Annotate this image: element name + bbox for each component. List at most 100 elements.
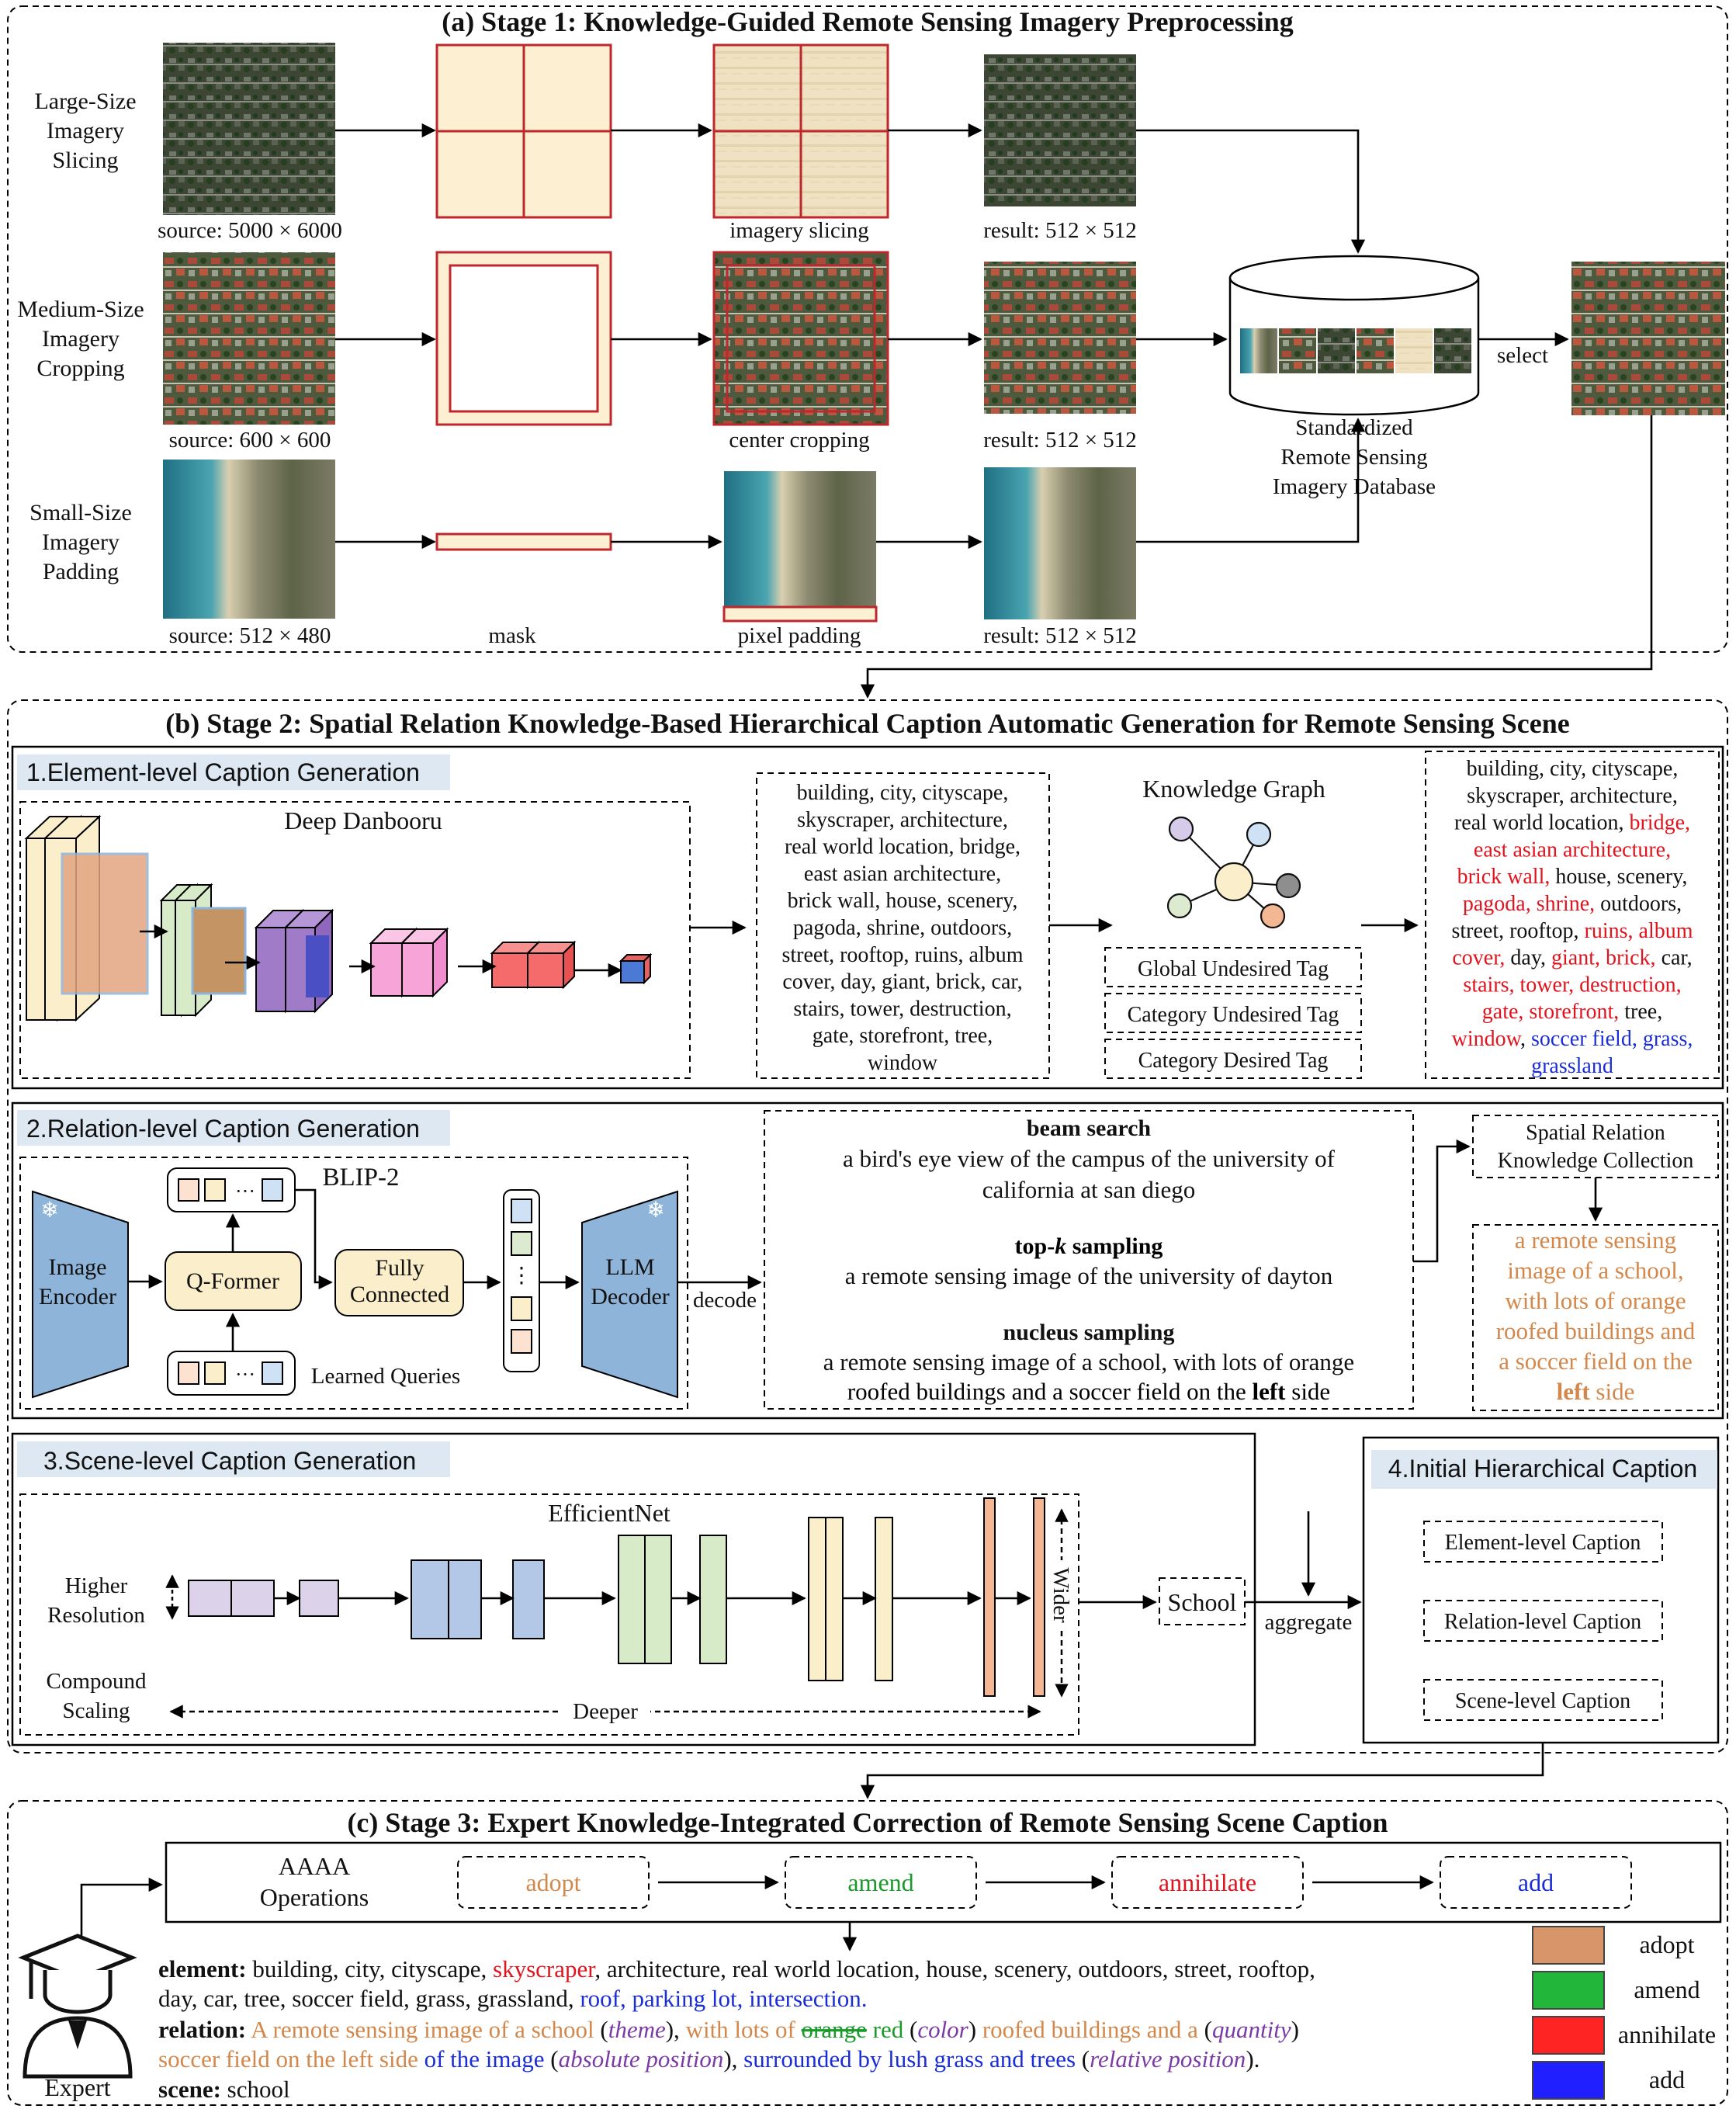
result-image-small-fill (984, 467, 1136, 619)
refined-caption-line: roofed buildings and (1496, 1317, 1696, 1344)
cnn-layer-6-side (643, 952, 651, 985)
database-thumbnail-fill (1357, 328, 1394, 373)
efficientnet-label: EfficientNet (548, 1499, 670, 1527)
corrected-element-line: element: building, city, cityscape, skys… (158, 1955, 1315, 1982)
filtered-tag-line: skyscraper, architecture, (1467, 784, 1678, 808)
initial-caption-panel (1362, 1436, 1720, 1744)
filtered-tag-line: brick wall, house, scenery, (1457, 865, 1688, 889)
operation-annihilate-label: annihilate (1159, 1868, 1256, 1896)
effnet-block-1c (299, 1580, 339, 1617)
knowledge-graph-node (1246, 821, 1272, 848)
effnet-block-1b (230, 1580, 275, 1617)
corrected-element-line: day, car, tree, soccer field, grass, gra… (158, 1985, 868, 2012)
crop-frame-inner (449, 264, 599, 413)
relation-caption-label: Relation-level Caption (1444, 1610, 1641, 1634)
effnet-block-3c (699, 1535, 727, 1664)
effnet-block-4b (825, 1517, 844, 1681)
database-label: Standardized (1295, 415, 1413, 440)
filtered-tag-line: real world location, bridge, (1454, 811, 1690, 835)
relation-heading-bg (17, 1110, 450, 1146)
expert-head-icon (43, 1970, 113, 2014)
filtered-tag-line: pagoda, shrine, outdoors, (1463, 892, 1682, 916)
source-image-large-fill (163, 43, 335, 215)
projected-token (511, 1329, 532, 1354)
raw-tag-line: building, city, cityscape, (797, 781, 1009, 805)
effnet-block-3a (618, 1535, 646, 1664)
source-label-large: source: 5000 × 6000 (158, 218, 342, 243)
cnn-layer-6 (619, 952, 653, 985)
projected-token (511, 1198, 532, 1223)
aggregate-label: aggregate (1265, 1610, 1353, 1635)
raw-tag-line: cover, day, giant, brick, car, (782, 970, 1022, 994)
operation-adopt-box (457, 1856, 650, 1909)
scene-heading: 3.Scene-level Caption Generation (43, 1447, 416, 1475)
category-undesired-label: Category Undesired Tag (1128, 1003, 1339, 1027)
operations-label: AAAA (279, 1852, 350, 1880)
knowledge-graph-title: Knowledge Graph (1142, 775, 1325, 803)
filtered-tag-line: stairs, tower, destruction, (1463, 973, 1681, 997)
deep-danbooru-label: Deep Danbooru (284, 806, 442, 834)
arrow-to-database-small (1136, 418, 1366, 543)
source-image-large (163, 43, 335, 215)
learned-queries-label: Learned Queries (311, 1364, 460, 1389)
scene-heading-bg (17, 1441, 450, 1477)
refined-caption-line: image of a school, (1507, 1257, 1683, 1284)
database-thumbnail (1279, 328, 1316, 373)
database-thumbnail-fill (1279, 328, 1316, 373)
corrected-relation-line: relation: A remote sensing image of a sc… (158, 2016, 1299, 2043)
element-panel (11, 745, 1724, 1090)
efficientnet-box (19, 1493, 1079, 1736)
database-thumbnail (1357, 328, 1394, 373)
operation-annihilate-box (1111, 1856, 1304, 1909)
stage-c-title: (c) Stage 3: Expert Knowledge-Integrated… (347, 1807, 1388, 1838)
learned-query-tokens-ellipsis: ··· (235, 1363, 255, 1386)
llm-decoder-block (581, 1190, 678, 1399)
frozen-snowflake-icon: ❄ (646, 1198, 664, 1222)
cropped-image-fill (714, 252, 888, 425)
projected-token-column (503, 1189, 540, 1372)
cnn-layer-1-feature (61, 852, 149, 995)
filtered-tag-line: cover, day, giant, brick, car, (1452, 946, 1692, 970)
spatial-knowledge-label: Spatial Relation (1526, 1121, 1665, 1145)
database-thumbnail-fill (1434, 328, 1471, 373)
legend-swatch-annihilate (1532, 2016, 1605, 2055)
step-label-padding: pixel padding (738, 623, 861, 648)
step-label-mask: mask (488, 623, 536, 648)
expert-tie-icon (68, 2021, 87, 2049)
learned-query-tokens-token (178, 1361, 199, 1385)
filtered-tag-line: east asian architecture, (1474, 838, 1671, 862)
raw-tag-line: stairs, tower, destruction, (793, 997, 1011, 1021)
frozen-snowflake-icon: ❄ (40, 1198, 58, 1222)
refined-caption-line: a remote sensing (1515, 1226, 1676, 1254)
filtered-tag-line: grassland (1531, 1054, 1613, 1078)
category-desired-box (1104, 1039, 1362, 1079)
source-label-medium: source: 600 × 600 (169, 428, 331, 453)
stage-c-frame (7, 1800, 1728, 2106)
deeper-label-bg (560, 1698, 650, 1725)
source-image-small (163, 460, 335, 619)
database-thumbnail-fill (1395, 328, 1433, 373)
result-image-medium-fill (984, 262, 1136, 414)
selected-image (1571, 262, 1725, 415)
database-label: Remote Sensing (1280, 445, 1427, 470)
element-caption-label: Element-level Caption (1445, 1531, 1641, 1555)
output-query-tokens-ellipsis: ··· (235, 1180, 255, 1202)
raw-tag-line: window (868, 1051, 938, 1075)
database-thumbnail-fill (1318, 328, 1355, 373)
legend-label-add: add (1649, 2066, 1685, 2093)
source-image-medium-fill (163, 252, 335, 425)
select-label: select (1497, 343, 1548, 368)
filtered-tags-box (1425, 751, 1720, 1079)
learned-query-tokens-frame (167, 1351, 296, 1396)
raw-tag-line: gate, storefront, tree, (813, 1024, 993, 1048)
element-caption-box (1423, 1521, 1663, 1563)
q-former-label: Q-Former (186, 1268, 279, 1294)
effnet-block-5b (1033, 1497, 1045, 1697)
cnn-layer-5b-front (527, 952, 564, 988)
operation-add-label: add (1518, 1868, 1554, 1896)
knowledge-graph-node (1166, 893, 1193, 919)
knowledge-graph-node (1275, 872, 1301, 899)
scene-panel (11, 1432, 1256, 1747)
row-label-medium: Cropping (36, 356, 124, 381)
raw-tags-box (756, 772, 1050, 1079)
